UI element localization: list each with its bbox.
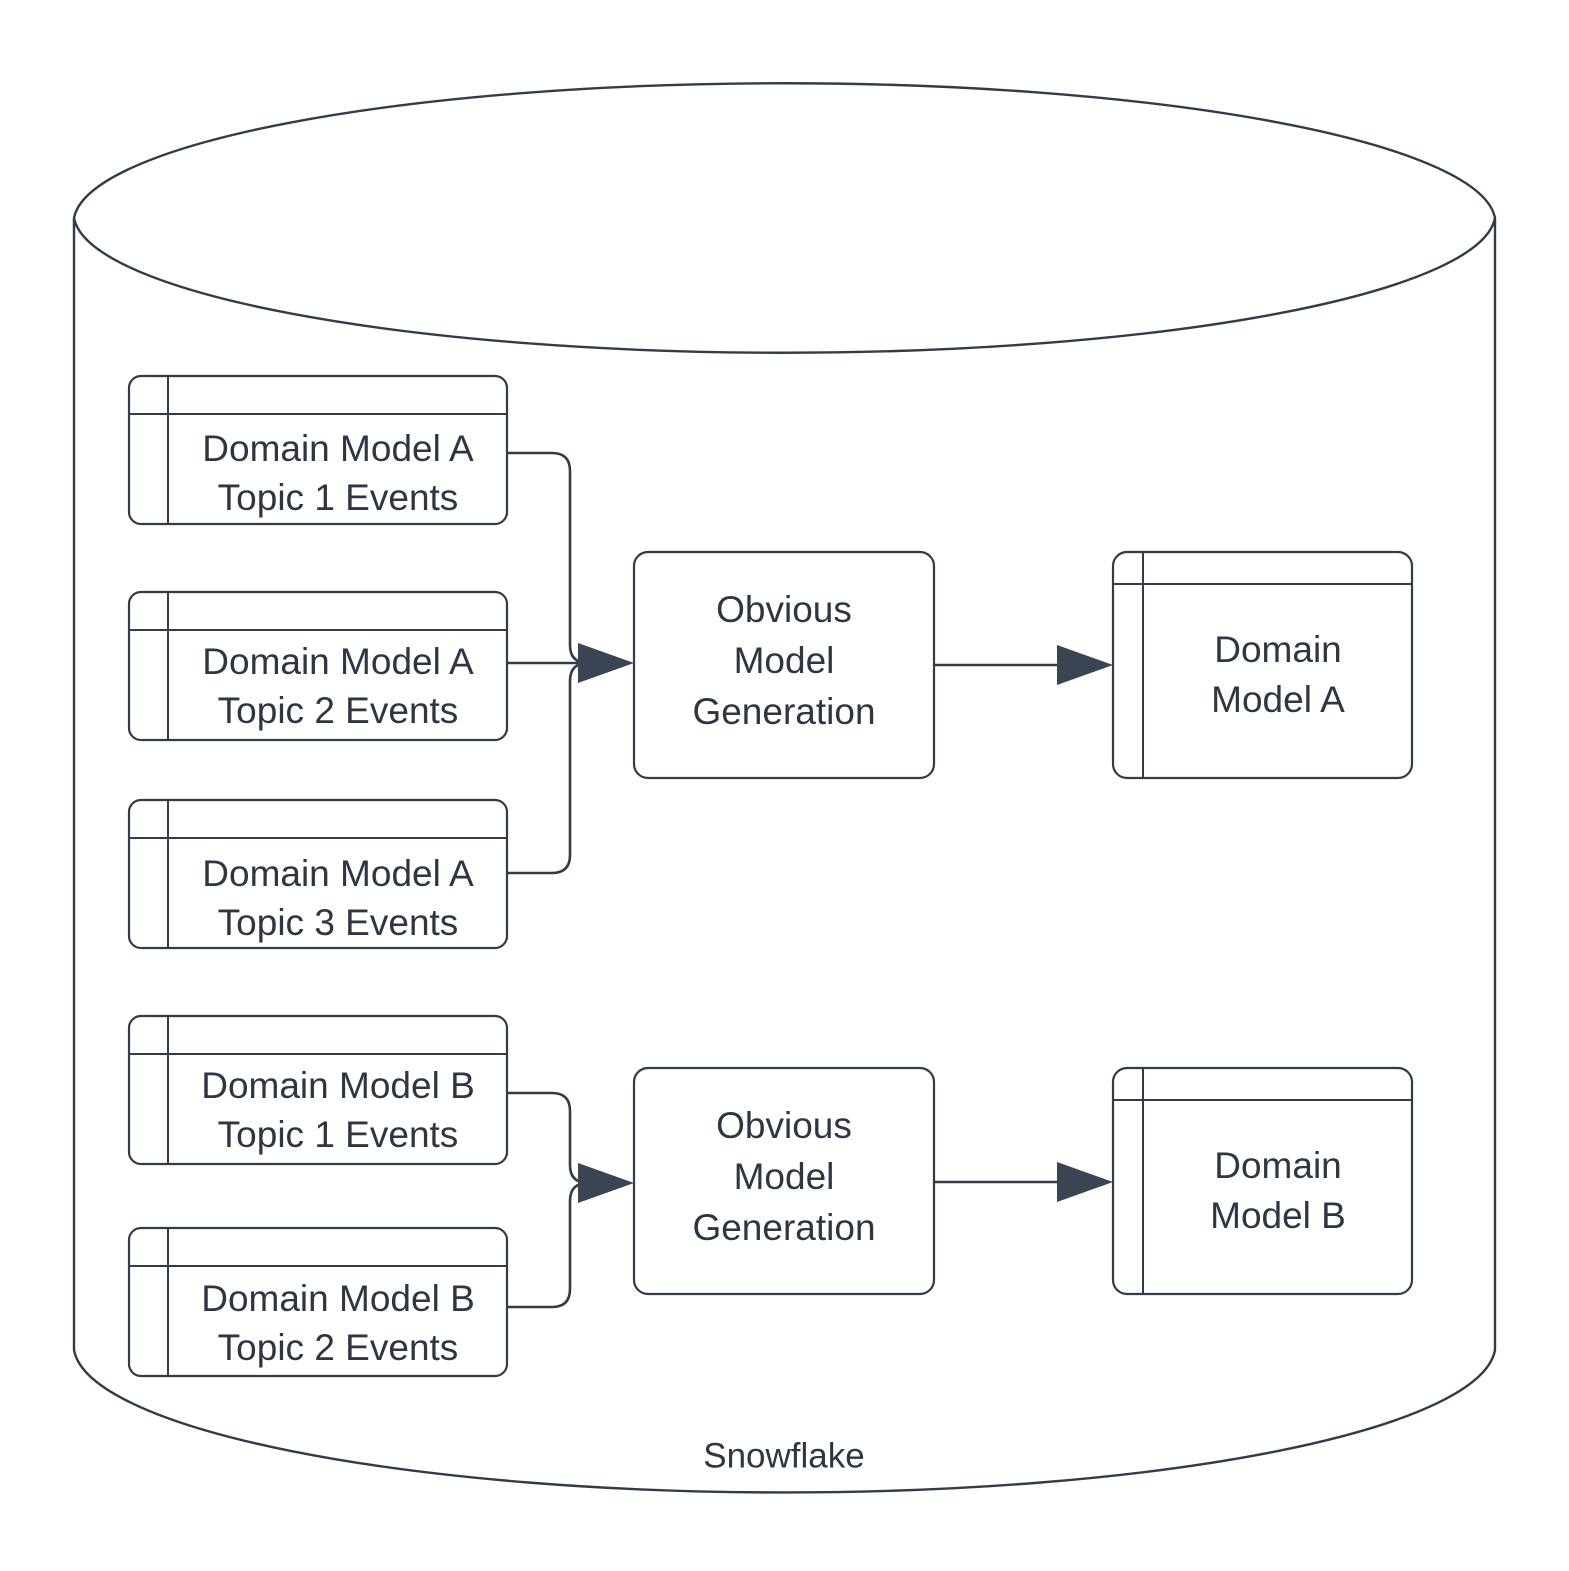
edge-group-b-merge <box>507 1091 634 1309</box>
table-node-b-topic-1[interactable]: Domain Model B Topic 1 Events <box>127 1014 509 1166</box>
table-label-line2: Topic 1 Events <box>218 477 459 518</box>
table-label-line2: Topic 1 Events <box>218 1114 459 1155</box>
process-label-line1: Obvious <box>716 589 852 630</box>
process-outline <box>632 1066 936 1296</box>
cylinder-label: Snowflake <box>703 1436 864 1475</box>
table-node-a-topic-1[interactable]: Domain Model A Topic 1 Events <box>127 374 509 526</box>
process-node-b[interactable]: Obvious Model Generation <box>632 1066 936 1296</box>
edge-process-b-to-model-b <box>935 1162 1113 1202</box>
table-node-domain-model-a[interactable]: Domain Model A <box>1111 550 1414 780</box>
process-outline <box>632 550 936 780</box>
table-node-b-topic-2[interactable]: Domain Model B Topic 2 Events <box>127 1226 509 1378</box>
table-label-line1: Domain Model B <box>201 1065 475 1106</box>
table-label-line1: Domain <box>1214 1145 1342 1186</box>
table-node-domain-model-b[interactable]: Domain Model B <box>1111 1066 1414 1296</box>
table-label-line1: Domain Model A <box>202 641 474 682</box>
process-label-line1: Obvious <box>716 1105 852 1146</box>
table-label-line2: Topic 3 Events <box>218 902 459 943</box>
table-label-line2: Model A <box>1211 679 1345 720</box>
arrow-head-icon <box>578 1163 634 1203</box>
process-node-a[interactable]: Obvious Model Generation <box>632 550 936 780</box>
table-outline <box>1111 1066 1414 1296</box>
process-label-line3: Generation <box>692 691 875 732</box>
table-label-line2: Topic 2 Events <box>218 690 459 731</box>
edge-group-a-merge <box>507 451 634 875</box>
table-label-line1: Domain Model B <box>201 1278 475 1319</box>
table-label-line1: Domain Model A <box>202 853 474 894</box>
arrow-head-icon <box>578 643 634 683</box>
table-node-a-topic-2[interactable]: Domain Model A Topic 2 Events <box>127 590 509 742</box>
cylinder-top-rim <box>72 217 1497 354</box>
arrow-head-icon <box>1057 1162 1113 1202</box>
table-node-a-topic-3[interactable]: Domain Model A Topic 3 Events <box>127 798 509 950</box>
table-label-line1: Domain Model A <box>202 428 474 469</box>
process-label-line2: Model <box>734 640 835 681</box>
edge-process-a-to-model-a <box>935 645 1113 685</box>
process-label-line2: Model <box>734 1156 835 1197</box>
table-label-line2: Model B <box>1210 1195 1346 1236</box>
table-outline <box>1111 550 1414 780</box>
arrow-head-icon <box>1057 645 1113 685</box>
table-label-line2: Topic 2 Events <box>218 1327 459 1368</box>
table-label-line1: Domain <box>1214 629 1342 670</box>
process-label-line3: Generation <box>692 1207 875 1248</box>
